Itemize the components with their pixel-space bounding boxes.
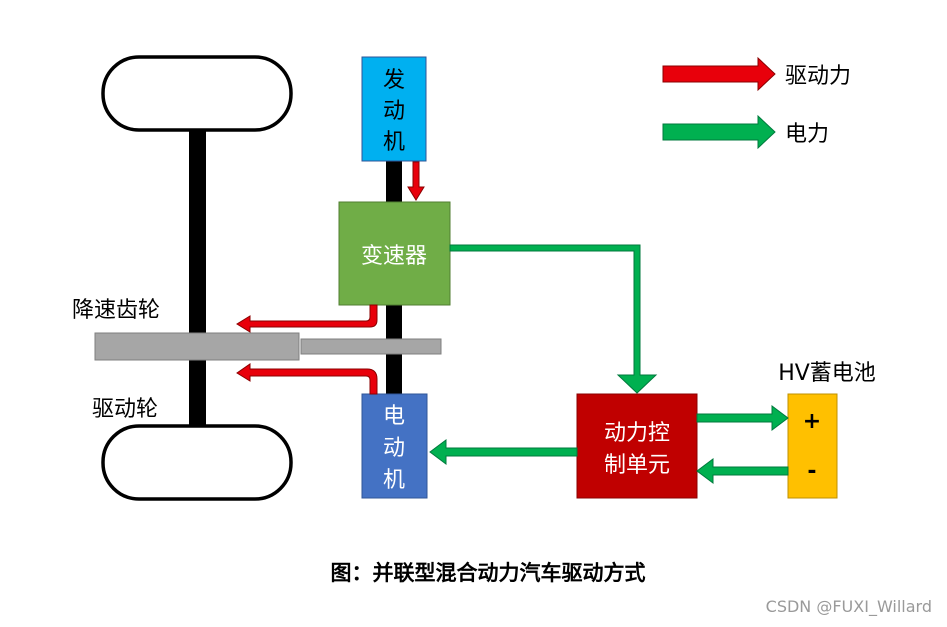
- drive-arrow-engine-transmission: [407, 161, 425, 201]
- legend-power-arrow: [662, 114, 776, 150]
- transmission-label: 变速器: [361, 244, 427, 269]
- engine-label-1: 发: [383, 68, 405, 93]
- engine-label-3: 机: [383, 130, 405, 155]
- battery-title: HV蓄电池: [778, 361, 876, 386]
- drive-arrow-motor-gear: [236, 363, 378, 395]
- reduction-gear-small: [300, 338, 442, 355]
- transmission-box: [338, 201, 451, 306]
- legend-drive-label: 驱动力: [785, 64, 851, 89]
- power-arrow-transmission-pcu: [449, 244, 658, 394]
- legend-drive-arrow: [662, 56, 776, 92]
- wheel-bottom: [101, 424, 293, 501]
- pcu-box: [576, 393, 698, 499]
- battery-plus: +: [803, 409, 821, 434]
- reduction-gear-large: [94, 332, 300, 361]
- motor-label-2: 动: [383, 436, 405, 461]
- power-arrow-battery-pcu: [696, 458, 789, 484]
- pcu-label-2: 制单元: [604, 453, 670, 478]
- motor-box: [361, 393, 428, 499]
- battery-minus: -: [807, 459, 816, 484]
- wheel-top: [101, 55, 293, 132]
- diagram-caption: 图：并联型混合动力汽车驱动方式: [331, 561, 646, 585]
- engine-label-2: 动: [383, 99, 405, 124]
- engine-box: [361, 56, 427, 162]
- power-arrow-pcu-battery: [696, 405, 789, 431]
- motor-label-3: 机: [383, 468, 405, 493]
- axle-shaft: [189, 130, 206, 426]
- power-arrow-pcu-motor: [429, 439, 578, 465]
- legend-power-label: 电力: [785, 122, 829, 147]
- motor-label-1: 电: [383, 404, 405, 429]
- reduction-gear-label: 降速齿轮: [72, 298, 160, 323]
- drive-wheel-label: 驱动轮: [92, 397, 158, 422]
- watermark: CSDN @FUXI_Willard: [766, 597, 932, 617]
- drive-arrow-transmission-gear: [236, 304, 378, 333]
- battery-box: [787, 393, 838, 499]
- pcu-label-1: 动力控: [604, 421, 670, 446]
